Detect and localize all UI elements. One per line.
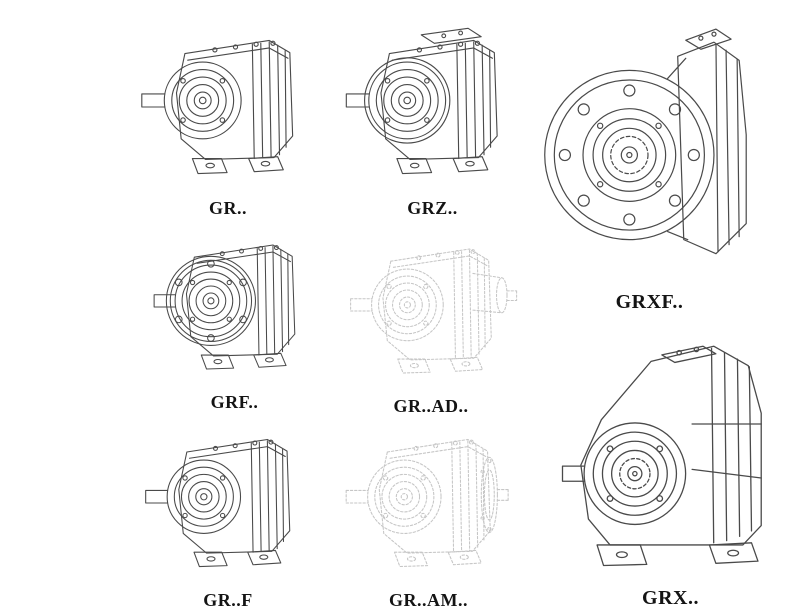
label-gr: GR.. xyxy=(209,198,247,218)
figure-gr: GR.. xyxy=(128,18,328,222)
figure-grx: GRX.. xyxy=(528,316,800,612)
figure-gr-f: GR..F xyxy=(128,418,328,614)
grf-gearbox-drawing xyxy=(132,224,337,390)
figure-gr-am: GR..AM.. xyxy=(326,418,531,614)
label-grxf: GRXF.. xyxy=(615,291,684,313)
gr-f-gearbox-drawing xyxy=(128,418,328,588)
label-gr-f: GR..F xyxy=(203,590,253,610)
figure-gr-ad: GR..AD.. xyxy=(326,228,536,420)
gr-gearbox-drawing xyxy=(128,18,328,196)
gr-ad-gearbox-drawing xyxy=(326,228,536,394)
grz-gearbox-drawing xyxy=(335,18,530,196)
label-grz: GRZ.. xyxy=(407,198,458,218)
gr-am-gearbox-drawing xyxy=(326,418,531,588)
label-gr-am: GR..AM.. xyxy=(389,590,468,610)
label-gr-ad: GR..AD.. xyxy=(393,396,469,416)
figure-grxf: GRXF.. xyxy=(532,16,767,316)
grx-gearbox-drawing xyxy=(528,316,800,586)
label-grx: GRX.. xyxy=(642,587,699,609)
grxf-gearbox-drawing xyxy=(532,16,767,290)
figure-grz: GRZ.. xyxy=(335,18,530,222)
label-grf: GRF.. xyxy=(210,392,259,412)
figure-grf: GRF.. xyxy=(132,224,337,416)
